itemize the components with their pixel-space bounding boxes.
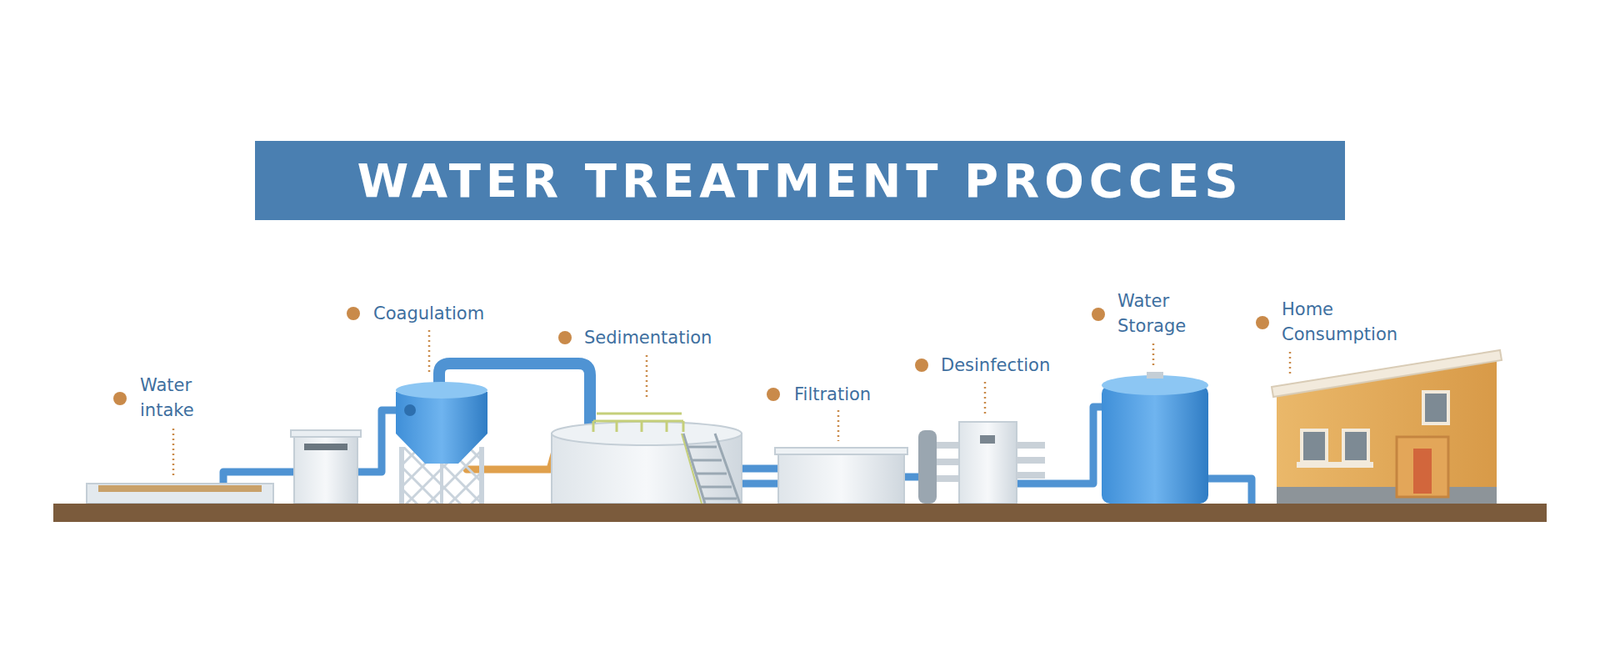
callout-dots <box>113 306 1270 405</box>
step-label: Water Storage <box>1117 288 1201 339</box>
storage-tank <box>1101 371 1209 504</box>
step-label: Sedimentation <box>584 325 712 350</box>
sedimentation-tank <box>551 413 742 504</box>
step-label: Home Consumption <box>1281 296 1407 347</box>
intake-basin <box>86 483 274 504</box>
step-label: Coagulatiom <box>373 300 485 326</box>
pipes <box>223 363 1252 504</box>
ground-bar <box>53 503 1547 522</box>
step-label: Desinfection <box>940 352 1050 378</box>
disinfection-unit <box>918 421 1045 504</box>
house <box>1271 350 1502 504</box>
coagulation-tank <box>395 381 488 504</box>
step-label: Water intake <box>140 372 215 423</box>
title-band: WATER TREATMENT PROCCES <box>255 140 1345 220</box>
title: WATER TREATMENT PROCCES <box>356 153 1243 208</box>
filtration-basin <box>775 447 908 504</box>
pump-house <box>290 430 361 504</box>
step-label: Filtration <box>794 381 871 407</box>
